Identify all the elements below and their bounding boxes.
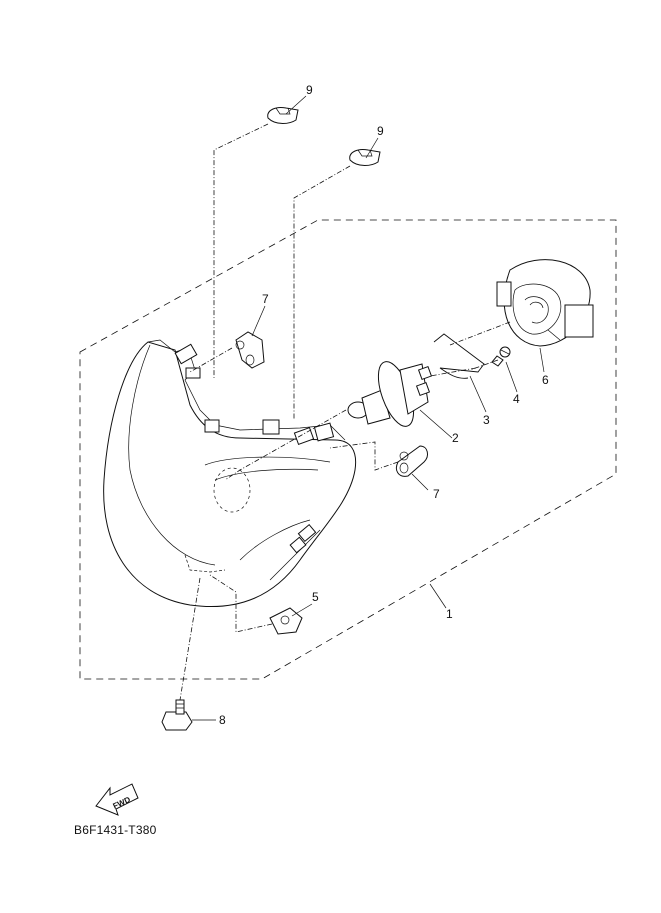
grommet-part-7-right [395, 445, 428, 477]
callout-7-upper: 7 [262, 292, 269, 306]
callout-5: 5 [312, 590, 319, 604]
callout-1: 1 [446, 607, 453, 621]
spring-clip-part-3 [433, 333, 485, 379]
callout-2: 2 [452, 431, 459, 445]
leader-lines [192, 95, 545, 721]
headlight-housing [103, 339, 357, 608]
diagram-code: B6F1431-T380 [74, 823, 157, 837]
screw-part-4 [491, 346, 511, 367]
bulb-part-2 [347, 361, 433, 427]
fwd-arrow-icon: FWD [95, 783, 139, 816]
socket-cover-part-6 [496, 259, 594, 347]
grommet-part-7-left [235, 331, 265, 369]
callout-4: 4 [513, 392, 520, 406]
callout-8: 8 [219, 713, 226, 727]
clip-part-9-upper [267, 107, 299, 124]
callout-numbers: 9 9 7 6 4 3 2 7 5 1 8 [219, 83, 549, 727]
assembly-guide-lines [179, 123, 511, 701]
callout-9-upper: 9 [306, 83, 313, 97]
callout-9-lower: 9 [377, 124, 384, 138]
bolt-part-8 [161, 699, 193, 731]
nut-part-5 [269, 607, 303, 635]
callout-7-lower: 7 [433, 487, 440, 501]
callout-6: 6 [542, 373, 549, 387]
clip-part-9-lower [349, 149, 381, 166]
callout-3: 3 [483, 413, 490, 427]
